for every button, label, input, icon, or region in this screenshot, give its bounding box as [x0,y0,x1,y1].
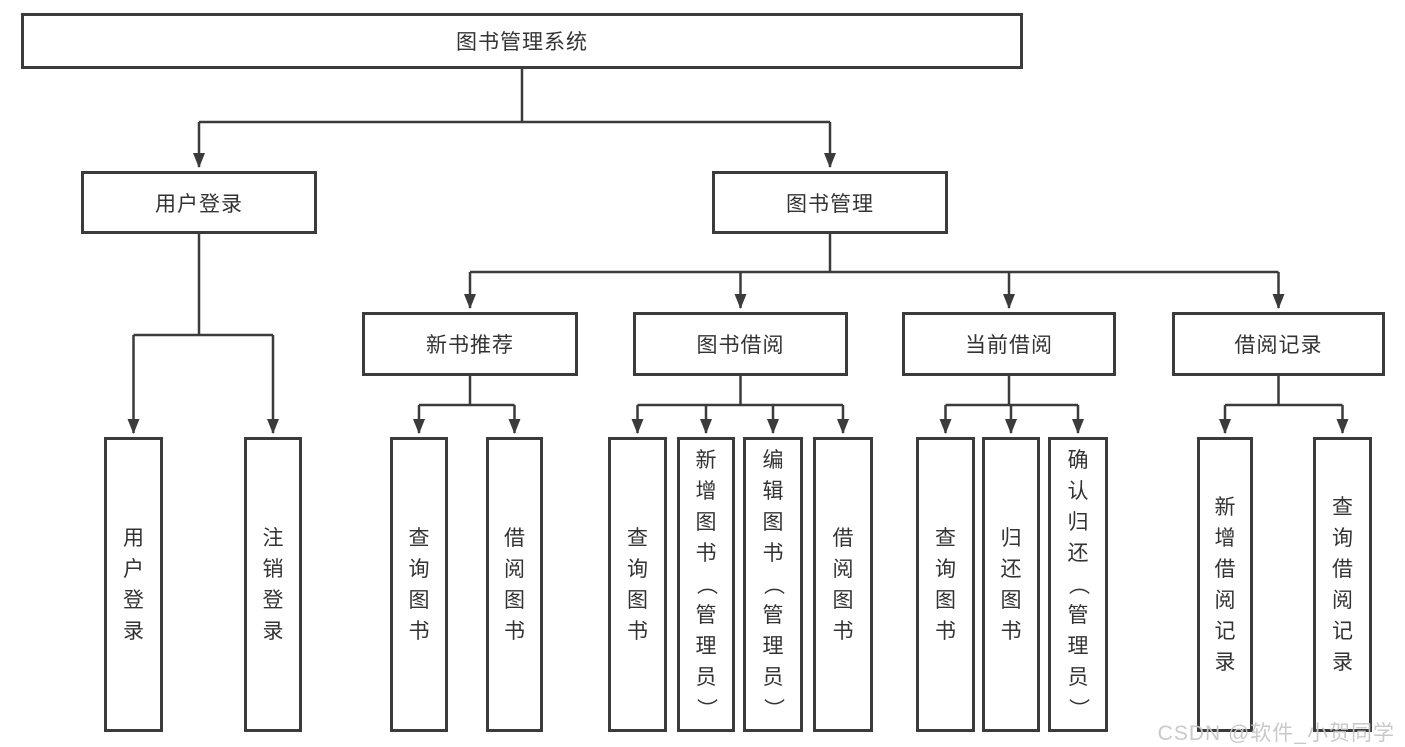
node-book-management-label: 图书管理 [786,192,874,216]
node-borrow-record: 借阅记录 [1172,312,1385,376]
node-new-book-recommend-label: 新书推荐 [426,334,514,357]
leaf-query-borrow-record: 查询借阅记录 [1313,437,1372,732]
node-root: 图书管理系统 [21,13,1023,69]
leaf-add-book-admin: 新增图书（管理员） [677,437,735,732]
node-book-borrow-label: 图书借阅 [696,334,785,357]
leaf-user-login: 用户登录 [104,437,163,732]
leaf-query-book-borrow: 查询图书 [608,437,667,732]
leaf-edit-book-admin: 编辑图书（管理员） [743,437,803,732]
leaf-query-book-current: 查询图书 [916,437,975,732]
leaf-return-book: 归还图书 [982,437,1040,732]
node-current-borrow: 当前借阅 [902,312,1116,376]
leaf-borrow-book-recommend: 借阅图书 [486,437,543,732]
leaf-confirm-return-admin: 确认归还（管理员） [1048,437,1108,732]
node-user-login: 用户登录 [81,171,317,234]
leaf-borrow-book: 借阅图书 [813,437,873,732]
leaf-add-borrow-record: 新增借阅记录 [1197,437,1253,732]
csdn-watermark: CSDN @软件_小贺同学 [1157,722,1395,745]
leaf-query-book-recommend: 查询图书 [390,437,448,732]
node-book-borrow: 图书借阅 [633,312,848,376]
node-user-login-label: 用户登录 [155,192,243,216]
node-book-management: 图书管理 [712,171,948,234]
leaf-logout-login: 注销登录 [244,437,302,732]
node-new-book-recommend: 新书推荐 [362,312,578,376]
node-current-borrow-label: 当前借阅 [965,334,1053,357]
node-borrow-record-label: 借阅记录 [1234,334,1323,357]
node-root-label: 图书管理系统 [456,31,588,54]
